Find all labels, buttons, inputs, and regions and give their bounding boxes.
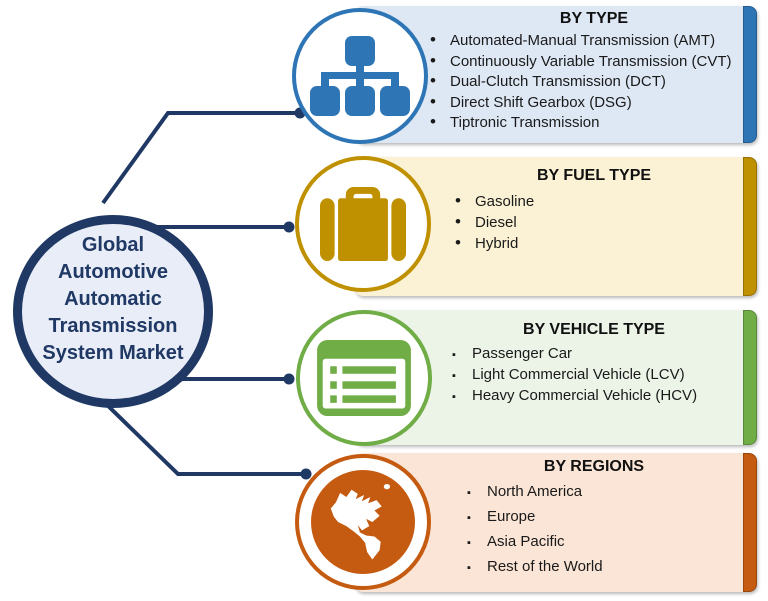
list-item-label: Europe <box>487 508 536 525</box>
central-market-title: Global Automotive Automatic Transmission… <box>42 224 183 399</box>
list-item-label: Passenger Car <box>472 345 573 362</box>
title-line: Transmission <box>48 315 178 337</box>
list-item-label: Automated-Manual Transmission (AMT) <box>450 32 716 49</box>
list-item: • Direct Shift Gearbox (DSG) <box>430 92 757 113</box>
bullet-marker: ▪ <box>467 562 471 574</box>
list-item-label: Light Commercial Vehicle (LCV) <box>472 366 685 383</box>
bullet-marker: • <box>430 91 436 111</box>
central-market-circle: Global Automotive Automatic Transmission… <box>13 215 213 408</box>
bullet-marker: ▪ <box>452 349 456 361</box>
panel-accent-bar <box>743 6 757 143</box>
list-icon <box>317 340 411 416</box>
connector-dot <box>283 373 295 385</box>
bullet-marker: • <box>430 30 436 49</box>
list-item: • Hybrid <box>455 233 757 254</box>
title-line: Global <box>81 234 145 256</box>
connector-dot <box>283 221 295 233</box>
connector-line-by-type <box>101 111 300 205</box>
panel-item-list: ▪ Passenger Car ▪ Light Commercial Vehicle… <box>355 344 757 407</box>
title-line: Automotive <box>58 261 168 283</box>
list-item: • Tiptronic Transmission <box>430 112 757 133</box>
panel-accent-bar <box>743 453 757 592</box>
sitemap-icon-circle <box>292 8 428 144</box>
list-item-label: Hybrid <box>475 235 519 252</box>
sitemap-icon <box>310 36 410 116</box>
globe-americas-icon <box>311 470 415 574</box>
list-item: ▪ Rest of the World <box>467 555 757 580</box>
list-item: • Dual-Clutch Transmission (DCT) <box>430 71 757 92</box>
globe-icon-circle <box>295 454 431 590</box>
list-item-label: Gasoline <box>475 193 535 210</box>
bullet-marker: • <box>430 50 436 70</box>
list-icon-circle <box>296 310 432 446</box>
list-item: ▪ Light Commercial Vehicle (LCV) <box>452 365 757 386</box>
suitcase-icon <box>320 187 406 261</box>
title-line: System Market <box>42 342 184 364</box>
panel-accent-bar <box>743 310 757 445</box>
list-item: • Gasoline <box>455 191 757 212</box>
bullet-marker: • <box>430 71 436 90</box>
panel-item-list: • Gasoline • Diesel • Hybrid <box>355 191 757 254</box>
list-item-label: Dual-Clutch Transmission (DCT) <box>450 73 666 90</box>
connector-line-by-regions <box>102 400 306 476</box>
list-item: • Automated-Manual Transmission (AMT) <box>430 30 757 51</box>
panel-title: BY FUEL TYPE <box>536 167 652 184</box>
connector-dot <box>300 468 312 480</box>
list-item-label: Tiptronic Transmission <box>450 114 600 131</box>
list-item: ▪ Asia Pacific <box>467 530 757 555</box>
list-item: ▪ North America <box>467 480 757 505</box>
list-item: ▪ Heavy Commercial Vehicle (HCV) <box>452 386 757 407</box>
list-item: ▪ Europe <box>467 505 757 530</box>
list-item-label: Heavy Commercial Vehicle (HCV) <box>472 387 698 404</box>
bullet-marker: • <box>430 112 436 131</box>
list-item-label: Diesel <box>475 214 517 231</box>
bullet-marker: ▪ <box>467 487 471 499</box>
list-item: ▪ Passenger Car <box>452 344 757 365</box>
panel-accent-bar <box>743 157 757 296</box>
bullet-marker: • <box>455 233 461 252</box>
title-line: Automatic <box>64 288 162 310</box>
list-item: • Diesel <box>455 212 757 233</box>
bullet-marker: ▪ <box>452 370 456 382</box>
list-item-label: Rest of the World <box>487 558 603 575</box>
list-item-label: Continuously Variable Transmission (CVT) <box>450 52 732 70</box>
panel-title: BY REGIONS <box>543 458 645 475</box>
list-item-label: Asia Pacific <box>487 533 565 550</box>
list-item-label: North America <box>487 483 583 500</box>
panel-item-list: • Automated-Manual Transmission (AMT) • Co… <box>355 30 757 133</box>
list-item: • Continuously Variable Transmission (CVT… <box>430 51 757 72</box>
bullet-marker: ▪ <box>452 391 456 403</box>
panel-item-list: ▪ North America ▪ Europe ▪ Asia Pacific ▪ Re… <box>355 480 757 580</box>
list-item-label: Direct Shift Gearbox (DSG) <box>450 93 632 111</box>
bullet-marker: ▪ <box>467 537 471 549</box>
bullet-marker: ▪ <box>467 512 471 524</box>
suitcase-icon-circle <box>295 156 431 292</box>
panel-title: BY VEHICLE TYPE <box>523 321 665 338</box>
panel-title: BY TYPE <box>559 10 629 27</box>
bullet-marker: • <box>455 212 461 231</box>
bullet-marker: • <box>455 191 461 210</box>
